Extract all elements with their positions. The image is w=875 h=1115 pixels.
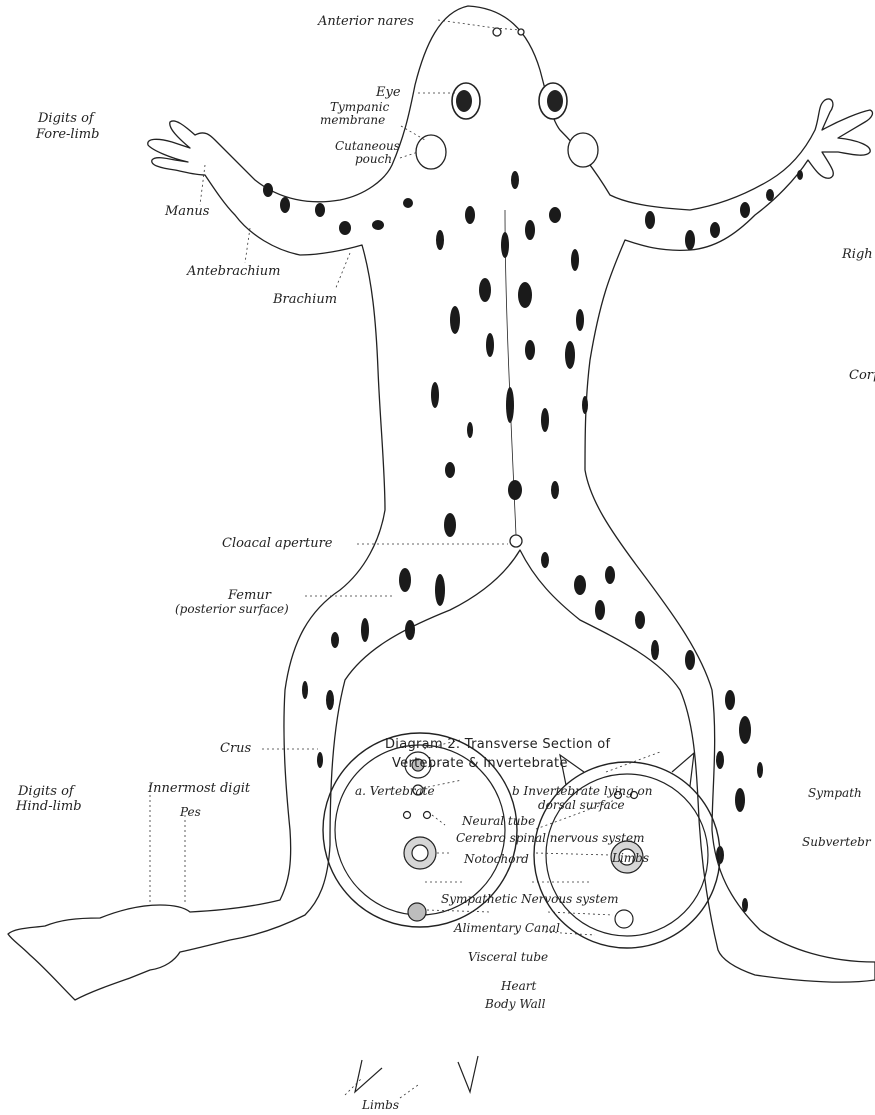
label-femur-surface: (posterior surface): [175, 603, 289, 615]
label-limbs-bottom: Limbs: [362, 1099, 399, 1111]
label-right-partial: Righ: [842, 248, 873, 261]
label-pes: Pes: [180, 806, 201, 818]
frog-spots: [263, 170, 803, 912]
vertebrate-limb-left: [355, 1060, 382, 1092]
tympanic-right: [568, 133, 598, 167]
label-visceral: Visceral tube: [468, 951, 548, 963]
label-digits-fore-1: Digits of: [38, 112, 94, 125]
diagram2-title-line1: Diagram 2. Transverse Section of: [385, 738, 610, 751]
label-heart: Heart: [501, 980, 536, 992]
label-body-wall: Body Wall: [485, 998, 545, 1010]
label-cutaneous-2: pouch: [355, 153, 392, 165]
label-brachium: Brachium: [273, 293, 337, 306]
tympanic-left: [416, 135, 446, 169]
label-invertebrate-1: b Invertebrate lying on: [512, 785, 652, 797]
label-neural-tube: Neural tube: [462, 815, 535, 827]
label-invertebrate-2: dorsal surface: [538, 799, 625, 811]
nostril-right: [518, 29, 524, 35]
label-tympanic-2: membrane: [320, 114, 385, 126]
label-subvertebr-partial: Subvertebr: [802, 836, 871, 848]
label-sympathetic: Sympathetic Nervous system: [441, 893, 619, 905]
eye-right-inner: [547, 90, 563, 112]
label-crus: Crus: [220, 742, 251, 755]
label-innermost-digit: Innermost digit: [148, 782, 250, 795]
nostril-left: [493, 28, 501, 36]
label-cerebro-spinal: Cerebro spinal nervous system: [456, 832, 644, 844]
label-anterior-nares: Anterior nares: [318, 15, 414, 28]
invertebrate-heart: [615, 910, 633, 928]
vertebrate-alimentary-inner: [412, 845, 428, 861]
label-sympath-partial: Sympath: [808, 787, 862, 799]
diagram2-title-line2: Vertebrate & Invertebrate: [392, 757, 568, 770]
eye-left-inner: [456, 90, 472, 112]
label-digits-fore-2: Fore-limb: [36, 128, 99, 141]
label-manus: Manus: [165, 205, 209, 218]
label-alimentary: Alimentary Canal: [454, 922, 560, 934]
label-digits-hind-2: Hind-limb: [16, 800, 82, 813]
label-vertebrate: a. Vertebrate: [355, 785, 435, 797]
vertebrate-heart: [408, 903, 426, 921]
cloacal-aperture: [510, 535, 522, 547]
label-cutaneous-1: Cutaneous: [335, 140, 400, 152]
label-femur: Femur: [228, 589, 271, 602]
label-corp-partial: Corp: [849, 369, 875, 382]
label-limbs-top: Limbs: [612, 852, 649, 864]
label-eye: Eye: [376, 86, 401, 99]
vertebrate-limb-right: [458, 1056, 478, 1092]
vertebrate-symp-right: [424, 812, 431, 819]
label-antebrachium: Antebrachium: [187, 265, 280, 278]
vertebrate-symp-left: [404, 812, 411, 819]
label-tympanic-1: Tympanic: [330, 101, 389, 113]
label-cloacal-aperture: Cloacal aperture: [222, 537, 333, 550]
label-digits-hind-1: Digits of: [18, 785, 74, 798]
label-notochord: Notochord: [464, 853, 529, 865]
